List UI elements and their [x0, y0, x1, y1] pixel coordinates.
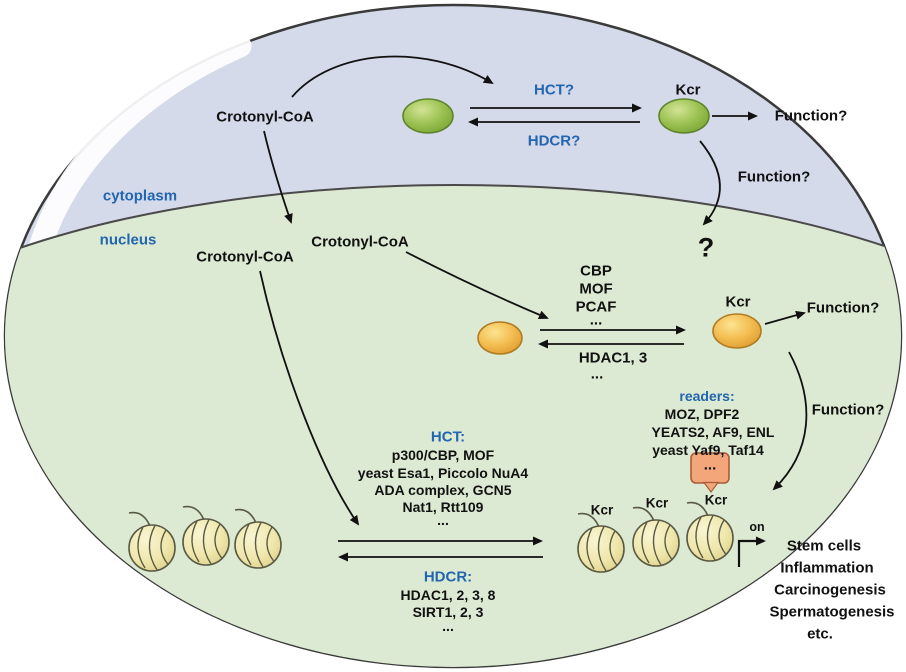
writer-pcaf: PCAF	[575, 298, 617, 316]
arrow-function-to-chromatin	[772, 351, 808, 491]
hdcr-title: HDCR:	[423, 568, 473, 586]
yellow-protein-unmodified	[477, 321, 523, 355]
function-label-membrane: Function?	[737, 168, 811, 186]
hct-line-2: yeast Esa1, Piccolo NuA4	[357, 465, 529, 481]
hct-line-3: ADA complex, GCN5	[374, 482, 512, 498]
hdcr-question-label: HDCR?	[527, 132, 581, 150]
arrow-function-into-nucleus	[699, 140, 721, 226]
arrow-kcr2-to-function	[764, 310, 806, 325]
outcome-stem-cells: Stem cells	[786, 537, 862, 555]
hct-line-ellipsis: ...	[437, 512, 449, 528]
readers-line-1: MOZ, DPF2	[664, 406, 740, 422]
outcome-spermatogenesis: Spermatogenesis	[769, 603, 895, 621]
readers-line-3: yeast Yaf9, Taf14	[652, 442, 764, 458]
eraser-ellipsis: ...	[590, 365, 604, 383]
cytoplasm-label: cytoplasm	[102, 187, 178, 205]
green-protein-unmodified	[402, 98, 454, 134]
writer-mof: MOF	[579, 280, 613, 298]
hdcr-line-1: HDAC1, 2, 3, 8	[400, 587, 496, 603]
hct-question-label: HCT?	[534, 81, 574, 99]
kcr-mark-3: Kcr	[704, 492, 728, 508]
crotonyl-coa-nucleus-left: Crotonyl-CoA	[196, 248, 294, 266]
outcome-carcinogenesis: Carcinogenesis	[774, 581, 886, 599]
readers-title: readers:	[679, 388, 735, 404]
hct-line-4: Nat1, Rtt109	[402, 499, 484, 515]
readers-line-2: YEATS2, AF9, ENL	[651, 424, 775, 440]
hct-line-1: p300/CBP, MOF	[391, 447, 495, 463]
outcome-inflammation: Inflammation	[780, 559, 874, 577]
kcr-mark-2: Kcr	[645, 495, 669, 511]
writer-cbp: CBP	[580, 262, 612, 280]
reader-box-label: ...	[703, 456, 717, 474]
crotonyl-coa-nucleus-right: Crotonyl-CoA	[311, 233, 409, 251]
kcr-label-nucleus: Kcr	[725, 293, 751, 311]
arrow-coa-into-nucleus	[263, 130, 293, 224]
unknown-question-mark: ?	[697, 232, 715, 263]
eraser-hdac: HDAC1, 3	[578, 349, 648, 367]
kcr-mark-1: Kcr	[590, 502, 614, 518]
function-label-top: Function?	[774, 107, 848, 125]
yellow-protein-crotonylated	[712, 313, 762, 349]
hct-title: HCT:	[430, 428, 466, 446]
hdcr-line-ellipsis: ...	[442, 618, 454, 634]
hdcr-line-2: SIRT1, 2, 3	[412, 604, 484, 620]
kcr-label-cytoplasm: Kcr	[675, 81, 701, 99]
crotonyl-coa-cytoplasm: Crotonyl-CoA	[216, 108, 314, 126]
arrow-coa-to-chromatin	[259, 270, 360, 526]
gene-on-arrow	[737, 536, 766, 567]
arrow-coa-to-reaction	[405, 251, 549, 320]
reader-box-pointer	[702, 481, 720, 494]
nucleus-label: nucleus	[99, 231, 157, 249]
function-label-chromatin: Function?	[811, 401, 885, 419]
arrow-coa-to-protein	[291, 55, 494, 98]
gene-on-label: on	[749, 519, 765, 534]
function-label-nucleus: Function?	[806, 299, 880, 317]
green-protein-crotonylated	[658, 98, 710, 134]
outcome-etc: etc.	[807, 625, 833, 643]
writer-ellipsis: ...	[589, 311, 603, 329]
